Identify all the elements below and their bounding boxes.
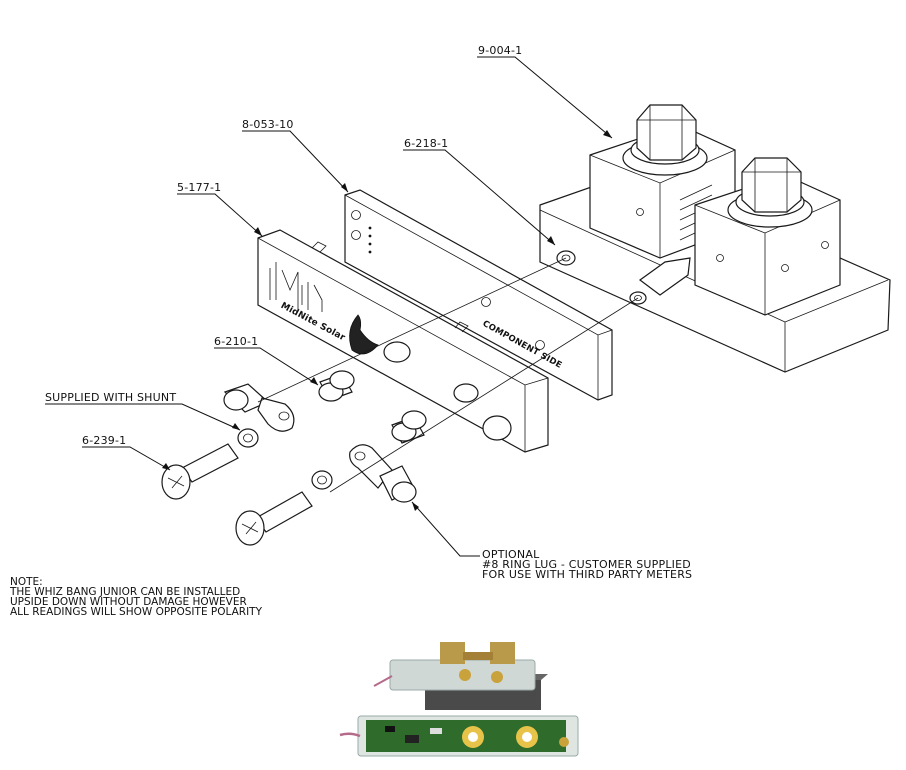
callout-screw: 6-239-1 [82,434,127,447]
note-line-2: THE WHIZ BANG JUNIOR CAN BE INSTALLED [10,586,241,598]
product-photo [339,642,579,757]
callout-housing: 5-177-1 [177,181,222,194]
callout-spacer-top: 6-218-1 [404,137,449,150]
callout-shunt: 9-004-1 [478,44,523,57]
optional-lug-note: OPTIONAL #8 RING LUG - CUSTOMER SUPPLIED… [482,548,693,581]
spacer-lower [391,410,427,444]
washer-lower [311,470,333,490]
note-line-1: NOTE: [10,576,43,588]
optional-line-1: OPTIONAL [482,548,540,561]
ring-lug-upper [223,383,295,432]
housing [257,229,549,453]
shunt-assembly [539,104,891,373]
washer-upper [237,428,259,448]
spacer-upper [318,370,355,402]
note-line-4: ALL READINGS WILL SHOW OPPOSITE POLARITY [10,606,262,618]
leader-lines [45,56,613,557]
optional-line-2: #8 RING LUG - CUSTOMER SUPPLIED [482,558,691,571]
optional-line-3: FOR USE WITH THIRD PARTY METERS [482,568,693,581]
screw-upper [161,443,239,500]
install-note: NOTE: THE WHIZ BANG JUNIOR CAN BE INSTAL… [10,576,262,618]
pcb-board [344,189,613,401]
callout-pcb: 8-053-10 [242,118,294,131]
callout-spacer: 6-210-1 [214,335,259,348]
note-line-3: UPSIDE DOWN WITHOUT DAMAGE HOWEVER [10,596,247,608]
screw-lower [235,491,313,546]
callout-supplied: SUPPLIED WITH SHUNT [45,391,177,404]
